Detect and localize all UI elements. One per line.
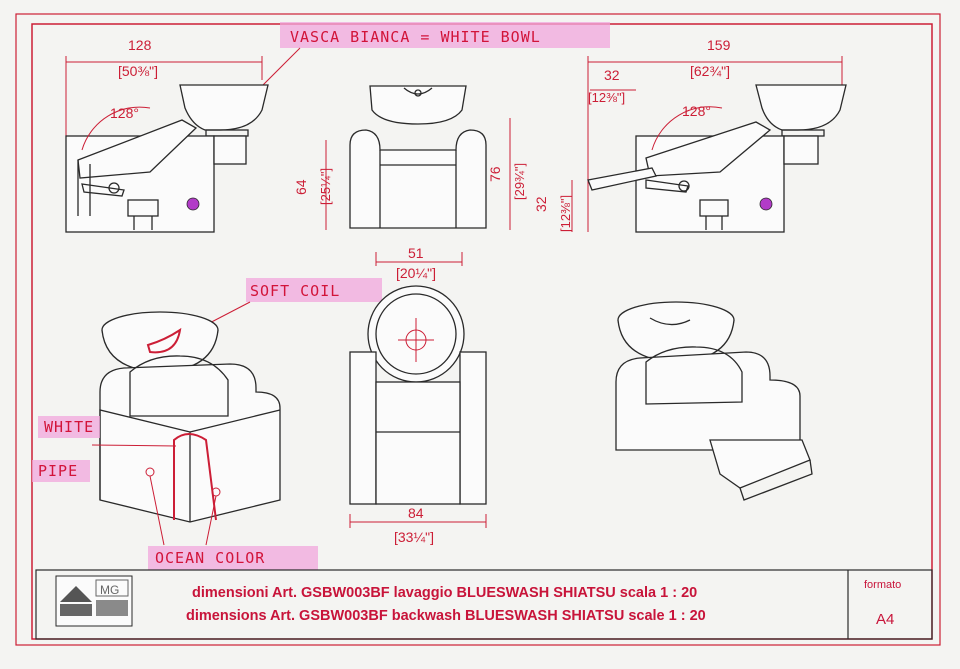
dim-angle-left: 128° (110, 105, 139, 121)
highlight-pipe (32, 460, 90, 482)
logo-text: MG (100, 583, 119, 597)
title-block: MG dimensioni Art. GSBW003BF lavaggio BL… (35, 569, 933, 640)
dim-width-51-in: [20¼"] (396, 265, 436, 281)
dim-width-159-in: [62¾"] (690, 63, 730, 79)
dim-width-159: 159 (707, 37, 731, 53)
dim-width-128-in: [50⅜"] (118, 63, 158, 79)
highlight-soft-coil (246, 278, 382, 302)
dim-height-32: 32 (533, 196, 549, 212)
dim-width-128: 128 (128, 37, 152, 53)
annotation-soft-coil: SOFT COIL (250, 282, 340, 300)
dim-offset-32-in: [12⅜"] (588, 90, 625, 105)
dim-height-64: 64 (293, 179, 309, 195)
dim-width-84: 84 (408, 505, 424, 521)
formato-label: formato (864, 579, 901, 591)
annotation-ocean-color: OCEAN COLOR (155, 549, 265, 567)
title-italian: dimensioni Art. GSBW003BF lavaggio BLUES… (192, 585, 697, 601)
front-view: 64 [25¼"] 76 [29¾"] 51 [20¼"] (293, 85, 527, 281)
dim-height-32-in: [12⅜"] (558, 195, 573, 232)
top-view: 84 [33¼"] (349, 285, 487, 545)
side-view-right: 159 [62¾"] 32 [12⅜"] 128° 32 [12⅜"] (533, 37, 847, 233)
annotation-white: WHITE (44, 418, 94, 436)
dim-height-64-in: [25¼"] (318, 168, 333, 205)
perspective-view-right (615, 301, 813, 501)
dim-width-51: 51 (408, 245, 424, 261)
highlight-white (38, 416, 100, 438)
side-view-left: VASCA BIANCA = WHITE BOWL 128 [50⅜"] 128… (65, 22, 610, 233)
format-value: A4 (876, 611, 894, 628)
dim-offset-32: 32 (604, 67, 620, 83)
dim-width-84-in: [33¼"] (394, 529, 434, 545)
dim-height-76: 76 (487, 166, 503, 182)
perspective-view-left: SOFT COIL WHITE PIPE OCEAN COLOR (32, 278, 382, 570)
annotation-pipe: PIPE (38, 462, 78, 480)
title-english: dimensions Art. GSBW003BF backwash BLUES… (186, 608, 706, 624)
dim-angle-right: 128° (682, 103, 711, 119)
annotation-white-bowl: VASCA BIANCA = WHITE BOWL (290, 28, 541, 46)
highlight-ocean-color (148, 546, 318, 570)
dim-height-76-in: [29¾"] (512, 163, 527, 200)
outer-frame (15, 13, 941, 646)
highlight-bowl (280, 22, 610, 48)
